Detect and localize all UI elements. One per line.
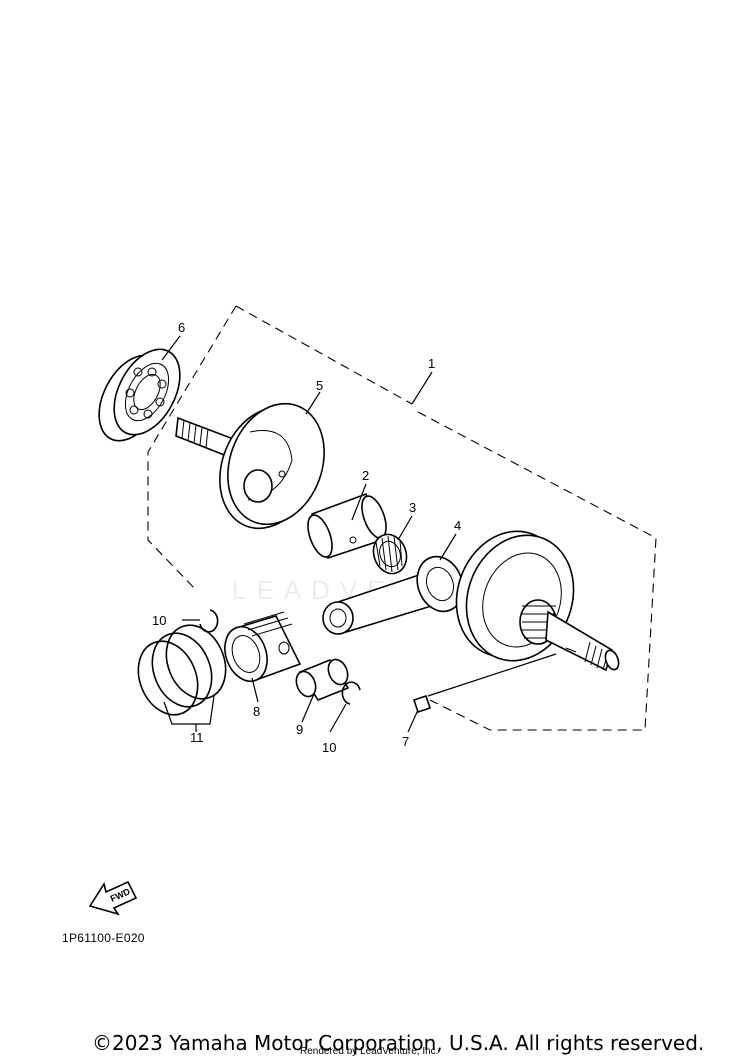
callout-1: 1 xyxy=(428,356,435,371)
copyright-text: ©2023 Yamaha Motor Corporation, U.S.A. A… xyxy=(92,1031,705,1055)
part-woodruff-key[interactable] xyxy=(412,694,432,714)
callout-9: 9 xyxy=(296,722,303,737)
callout-10-upper: 10 xyxy=(152,613,166,628)
leader-lines xyxy=(161,335,557,733)
part-piston-rings[interactable] xyxy=(128,616,236,723)
part-crank-web-left[interactable] xyxy=(175,390,340,542)
callout-7: 7 xyxy=(402,734,409,749)
callout-5: 5 xyxy=(316,378,323,393)
part-bearing[interactable] xyxy=(86,338,194,452)
part-needle-bearing[interactable] xyxy=(368,530,412,579)
part-crank-web-right[interactable] xyxy=(439,516,621,676)
part-piston-pin[interactable] xyxy=(293,657,351,701)
fwd-arrow-icon: FWD xyxy=(88,880,138,916)
callout-3: 3 xyxy=(409,500,416,515)
diagram-code: 1P61100-E020 xyxy=(62,931,145,945)
rendered-by-text: Rendered by LeadVenture, Inc. xyxy=(300,1046,439,1057)
assembly-boundary xyxy=(147,305,657,731)
part-circlip-lower[interactable] xyxy=(341,681,361,705)
part-connecting-rod[interactable] xyxy=(322,550,470,635)
callout-2: 2 xyxy=(362,468,369,483)
callout-4: 4 xyxy=(454,518,461,533)
callout-6: 6 xyxy=(178,320,185,335)
callout-8: 8 xyxy=(253,704,260,719)
part-crank-pin[interactable] xyxy=(303,492,391,560)
callout-11: 11 xyxy=(190,730,204,745)
part-piston[interactable] xyxy=(218,611,302,687)
callout-10-lower: 10 xyxy=(322,740,336,755)
